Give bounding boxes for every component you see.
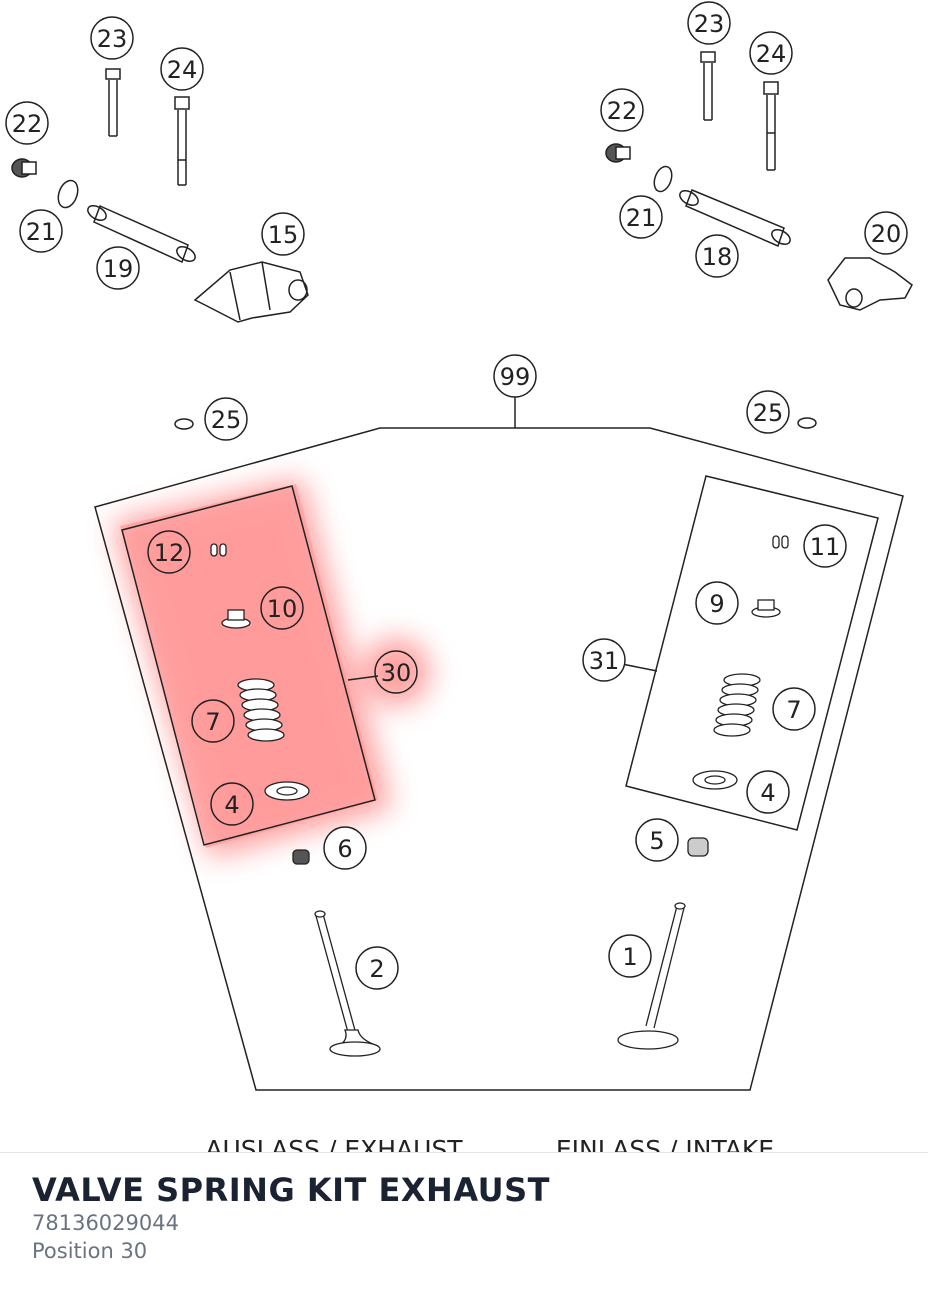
rocker-assembly-exhaust (11, 68, 309, 323)
callout-22-left[interactable]: 22 (12, 110, 43, 138)
callout-5[interactable]: 5 (649, 827, 664, 855)
callout-22-right[interactable]: 22 (607, 97, 638, 125)
callout-15[interactable]: 15 (268, 221, 299, 249)
callout-7-intake[interactable]: 7 (786, 696, 801, 724)
part-position: Position 30 (32, 1239, 148, 1263)
shim-25-left (174, 418, 194, 430)
kit-outline-99 (94, 395, 904, 1091)
callout-4-exhaust[interactable]: 4 (224, 791, 239, 819)
intake-label: EINLASS / INTAKE (556, 1135, 774, 1152)
highlight-fill (120, 484, 378, 848)
shim-25-right (797, 417, 817, 429)
callout-11[interactable]: 11 (810, 533, 841, 561)
callout-99[interactable]: 99 (500, 363, 531, 391)
callout-25-right[interactable]: 25 (753, 399, 784, 427)
part-info-panel: VALVE SPRING KIT EXHAUST 78136029044 Pos… (0, 1152, 928, 1290)
callout-21-left[interactable]: 21 (26, 218, 57, 246)
callout-6[interactable]: 6 (337, 835, 352, 863)
intake-components (617, 535, 789, 1050)
rocker-assembly-intake (605, 51, 913, 311)
exhaust-components (210, 543, 381, 1057)
callout-12[interactable]: 12 (154, 539, 185, 567)
callout-24-right[interactable]: 24 (756, 40, 787, 68)
callout-24-left[interactable]: 24 (167, 56, 198, 84)
callout-9[interactable]: 9 (709, 590, 724, 618)
callout-7-exhaust[interactable]: 7 (205, 708, 220, 736)
exhaust-label: AUSLASS / EXHAUST (205, 1135, 463, 1152)
callout-19[interactable]: 19 (103, 255, 134, 283)
parts-diagram: 23 24 22 21 19 15 23 24 22 21 18 20 99 2… (5, 1, 913, 1152)
callout-31[interactable]: 31 (589, 647, 620, 675)
callout-4-intake[interactable]: 4 (760, 779, 775, 807)
callout-25-left[interactable]: 25 (211, 406, 242, 434)
callout-30[interactable]: 30 (381, 659, 412, 687)
callout-18[interactable]: 18 (702, 243, 733, 271)
intake-spring-kit-box (621, 475, 879, 831)
callout-23-left[interactable]: 23 (97, 25, 128, 53)
callout-21-right[interactable]: 21 (626, 204, 657, 232)
callout-1[interactable]: 1 (622, 943, 637, 971)
callout-23-right[interactable]: 23 (694, 10, 725, 38)
callout-circles (5, 1, 908, 990)
exhaust-spring-kit-box (121, 485, 379, 846)
callout-10[interactable]: 10 (267, 595, 298, 623)
callout-20[interactable]: 20 (871, 220, 902, 248)
part-number: 78136029044 (32, 1211, 179, 1235)
callout-2[interactable]: 2 (369, 955, 384, 983)
part-name: VALVE SPRING KIT EXHAUST (32, 1171, 550, 1209)
